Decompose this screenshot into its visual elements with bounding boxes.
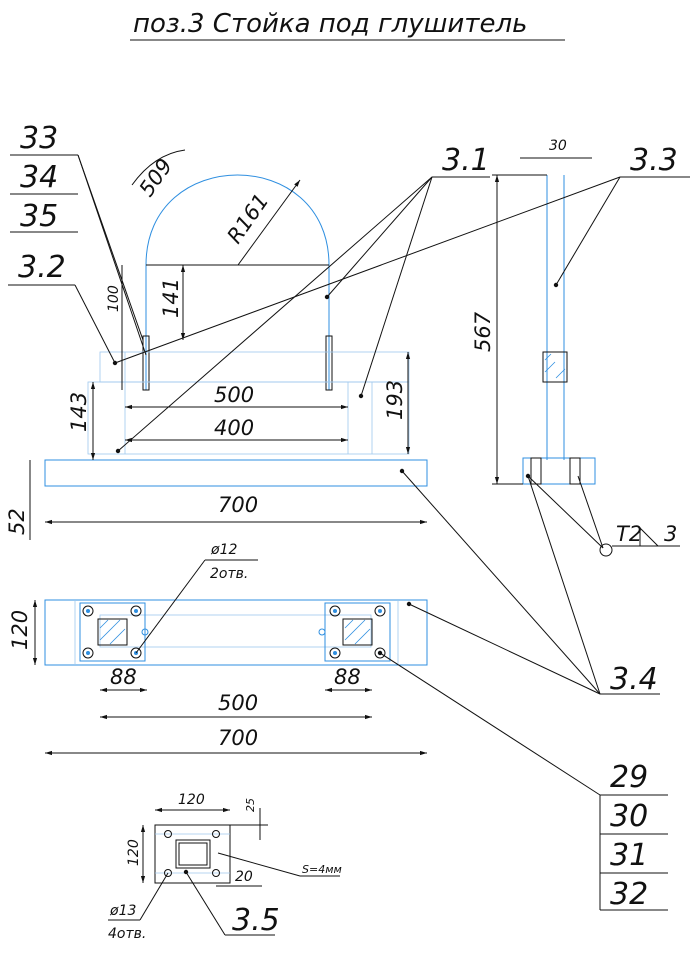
bolt-icons <box>82 605 386 659</box>
dim-88-right-label: 88 <box>334 665 361 689</box>
arc-length-label: 509 <box>134 154 177 201</box>
dim-20-label: 20 <box>235 869 253 885</box>
dim-d12-label: ø12 <box>210 542 237 558</box>
side-bolt-right <box>569 457 581 485</box>
side-view: 30 567 T2 3 <box>471 138 680 557</box>
dim-52-label: 52 <box>5 508 29 535</box>
callout-31: 31 <box>610 838 648 873</box>
dim-500-plan-label: 500 <box>218 691 258 715</box>
front-view: R161 509 100 141 500 400 143 193 700 <box>5 149 428 540</box>
dim-700-front-label: 700 <box>218 493 258 517</box>
callout-3-2: 3.2 <box>18 250 66 285</box>
drawing-title: поз.3 Стойка под глушитель <box>130 9 565 41</box>
callout-3-4: 3.4 <box>610 662 658 697</box>
callout-35: 35 <box>20 199 58 234</box>
dim-700-plan-label: 700 <box>218 726 258 750</box>
dim-holes2-label: 2отв. <box>210 566 248 582</box>
plan-outline <box>44 599 428 666</box>
dim-400-label: 400 <box>214 416 254 440</box>
dim-120-det-h-label: 120 <box>126 839 142 866</box>
plan-view: ø12 2отв. 120 88 88 500 700 <box>8 542 428 756</box>
plan-tube-left <box>97 618 128 646</box>
side-clamp-block <box>542 351 568 383</box>
dim-25-label: 25 <box>244 798 257 812</box>
weld-type-label: T2 <box>616 522 642 546</box>
thickness-leader <box>217 852 301 877</box>
dim-500-front-label: 500 <box>214 383 254 407</box>
detail-3-5: 120 25 120 20 S=4мм ø13 4отв. <box>108 792 342 942</box>
callout-32: 32 <box>610 877 648 912</box>
dim-143-label: 143 <box>67 392 91 432</box>
stud-left <box>142 335 150 391</box>
callout-3-3: 3.3 <box>630 143 678 178</box>
dim-d12-leader <box>135 559 206 654</box>
dim-d13-label: ø13 <box>109 903 136 919</box>
radius-label: R161 <box>222 189 273 248</box>
detail-tube <box>175 839 211 869</box>
plan-plate-left <box>79 602 146 662</box>
side-base <box>522 457 596 485</box>
callout-29: 29 <box>610 760 648 795</box>
callout-33: 33 <box>20 121 58 156</box>
dim-100-label: 100 <box>106 285 122 312</box>
callouts: 33 34 35 3.2 3.1 3.3 3.4 3.5 29 <box>8 121 690 938</box>
dim-holes4-label: 4отв. <box>108 926 146 942</box>
radius-line <box>237 179 301 266</box>
dim-120-det-w-label: 120 <box>178 792 205 808</box>
title-text: поз.3 Стойка под глушитель <box>133 9 527 39</box>
dim-30-label: 30 <box>549 138 567 154</box>
plan-tube-right <box>342 618 373 646</box>
weld-circle-icon <box>599 543 613 557</box>
dim-88-left-label: 88 <box>110 665 137 689</box>
callout-30: 30 <box>610 799 648 834</box>
arc-length-dim <box>131 149 186 186</box>
callout-3-1: 3.1 <box>442 143 490 178</box>
dim-567-label: 567 <box>471 311 495 352</box>
callout-34: 34 <box>20 160 58 195</box>
thickness-label: S=4мм <box>302 863 342 876</box>
weld-leg-label: 3 <box>664 522 677 546</box>
weld-triangle-icon <box>639 526 659 547</box>
base-plate-front <box>44 459 428 487</box>
dim-193-label: 193 <box>383 380 407 420</box>
dim-120-plan-label: 120 <box>8 610 32 650</box>
dim-d13-leader <box>139 872 169 921</box>
clamp-arc <box>145 174 330 266</box>
stud-right <box>325 335 333 391</box>
callout-3-5: 3.5 <box>232 903 280 938</box>
dim-141-label: 141 <box>159 278 183 318</box>
